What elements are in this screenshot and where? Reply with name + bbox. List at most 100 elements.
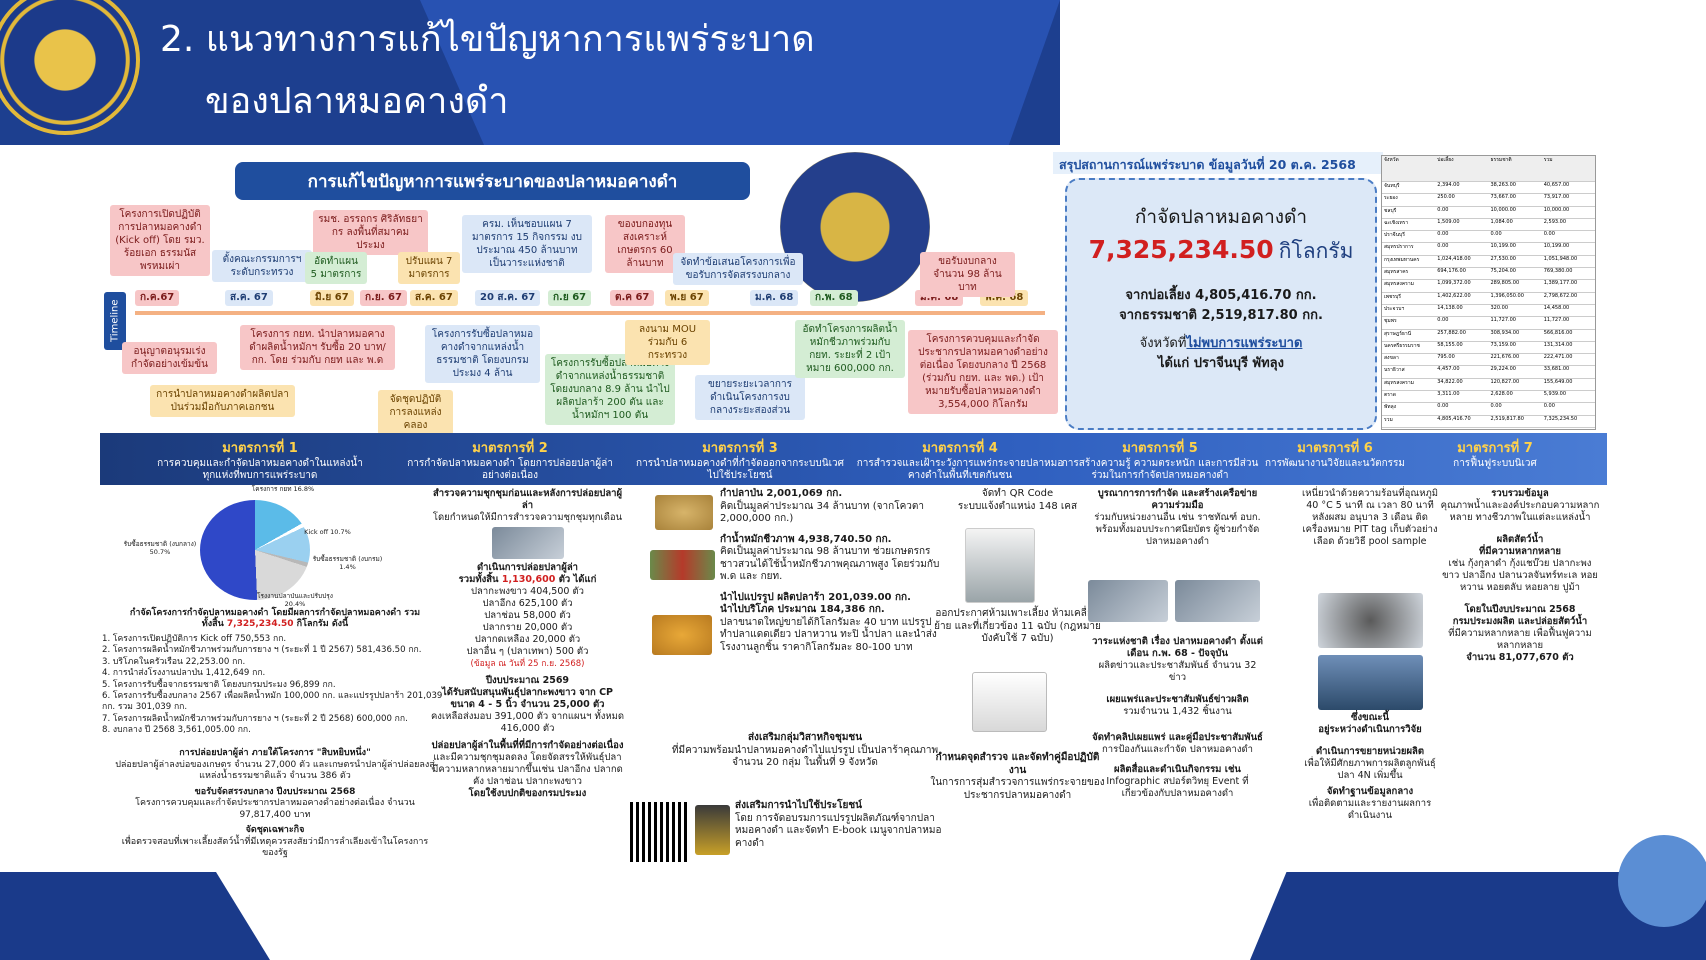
timeline-event: รมช. อรรถกร ศิริลัทธยากร ลงพื้นที่สมาคมป…: [313, 210, 428, 255]
table-cell: 308,934.00: [1490, 329, 1520, 336]
measure-subtitle: การกำจัดปลาหมอคางดำ โดยการปล่อยปลาผู้ล่า…: [407, 458, 613, 481]
table-cell: 2,798,672.00: [1543, 292, 1578, 299]
table-cell: 10,199.00: [1543, 243, 1570, 250]
col3-use-title: ส่งเสริมการนำไปใช้ประโยชน์: [735, 800, 862, 811]
table-cell: 27,530.00: [1490, 255, 1516, 262]
measure-title: มาตรการที่ 3: [702, 441, 778, 456]
timeline-event: ครม. เห็นชอบแผน 7 มาตรการ 15 กิจกรรม งบป…: [462, 215, 592, 273]
table-cell: 0.00: [1543, 231, 1555, 238]
timeline-event: ตั้งคณะกรรมการฯ ระดับกระทรวง: [212, 250, 312, 282]
table-cell: 566,816.00: [1543, 329, 1573, 336]
table-cell: 1,051,948.00: [1543, 255, 1578, 262]
col5-t3-text: รวมจำนวน 1,432 ชิ้นงาน: [1123, 706, 1232, 717]
measure-subtitle: การพัฒนางานวิจัยและนวัตกรรม: [1264, 458, 1406, 469]
table-cell: 795.00: [1437, 354, 1455, 361]
table-cell: 1,402,622.00: [1437, 292, 1471, 299]
col2-survey-text: โดยกำหนดให้มีการสำรวจความชุกชุมทุกเดือน: [432, 512, 623, 523]
table-cell: 769,380.00: [1543, 268, 1573, 275]
table-cell: 1,396,050.00: [1490, 292, 1524, 299]
col2-year-title: ปีงบประมาณ 2569: [485, 675, 570, 686]
col4-plan-text: ในการการสุ่มสำรวจการแพร่กระจายของประชากร…: [930, 777, 1105, 801]
table-cell: 73,917.00: [1543, 194, 1570, 201]
poster-seal-logo: [780, 152, 930, 302]
measure-subtitle: การสร้างความรู้ ความตระหนัก และการมีส่วน…: [1061, 458, 1259, 481]
col1-total: 7,325,234.50: [226, 619, 294, 629]
table-cell: ปราจีนบุรี: [1384, 232, 1405, 239]
col3-item2-text: คิดเป็นมูลค่าประมาณ 98 ล้านบาท ช่วยเกษตร…: [720, 546, 940, 582]
slide-title-line1: 2. แนวทางการแก้ไขปัญหาการแพร่ระบาด: [160, 19, 815, 60]
table-cell: นราธิวาส: [1384, 367, 1405, 374]
timeline-event: ขอรับงบกลาง จำนวน 98 ล้านบาท: [920, 252, 1015, 297]
pie-label: โครงการ กยท 16.8%: [251, 485, 315, 493]
table-cell: สงขลา: [1384, 355, 1399, 362]
list-item: 5. โครงการรับซื้อจากธรรมชาติ โดยงบกรมประ…: [102, 679, 336, 690]
timeline-event: โครงการ กยท. นำปลาหมอคางดำผลิตน้ำหมักฯ ร…: [240, 325, 395, 370]
table-cell: 2,519,817.80: [1490, 415, 1524, 422]
col1-budget-title: ขอรับจัดสรรงบกลาง ปีงบประมาณ 2568: [194, 786, 356, 797]
col3-item1-text: คิดเป็นมูลค่าประมาณ 34 ล้านบาท (จากโควตา…: [720, 500, 924, 525]
col5-t4-text: การป้องกันและกำจัด ปลาหมอคางดำ: [1102, 744, 1253, 755]
col7-t3-text: ที่มีความหลากหลาย เพื่อฟื้นฟูความหลากหลา…: [1448, 628, 1592, 651]
timeline-event: จัดชุดปฏิบัติการลงแหล่งคลอง: [378, 390, 453, 435]
table-cell: เพชรบุรี: [1384, 293, 1401, 300]
list-item: 6. โครงการรับซื้องบกลาง 2567 เพื่อผลิตน้…: [102, 691, 443, 713]
table-cell: 257,882.00: [1437, 329, 1466, 336]
col2-release-lead: ดำเนินการปล่อยปลาผู้ล่า: [477, 562, 578, 573]
table-cell: 73,159.00: [1490, 341, 1516, 348]
col2-year-rest: คงเหลือส่งมอบ 391,000 ตัว จากแผนฯ ทั้งหม…: [430, 711, 625, 734]
pie-label: รับซื้อธรรมชาติ (งบกรม) 1.4%: [312, 555, 383, 571]
table-cell: 120,827.00: [1490, 378, 1520, 385]
timeline-event: โครงการควบคุมและกำจัดประชากรปลาหมอคางดำอ…: [908, 330, 1058, 414]
col3-use-text: โดย การจัดอบรมการแปรรูปผลิตภัณฑ์จากปลาหม…: [735, 812, 942, 849]
table-cell: 320.00: [1490, 304, 1509, 311]
table-cell: สมุทรปราการ: [1384, 244, 1414, 251]
list-item: 3. บริโภคในครัวเรือน 22,253.00 กก.: [102, 656, 246, 667]
situation-title: สรุปสถานการณ์แพร่ระบาด ข้อมูลวันที่ 20 ต…: [1053, 152, 1383, 174]
col5-top: บูรณาการการกำจัด และสร้างเครือข่ายความร่…: [1090, 488, 1265, 548]
event-photo-2: [1175, 580, 1260, 622]
table-cell: 250.00: [1437, 194, 1455, 201]
table-cell: สมุทรสงคราม: [1384, 281, 1414, 288]
table-cell: 1,099,372.00: [1437, 280, 1471, 287]
col3-item3-text: ปลาขนาดใหญ่ขายได้กิโลกรัมละ 40 บาท แปรรู…: [720, 616, 937, 653]
col5-t5-text: Infographic สปอร์ตวิทยุ Event ที่เกี่ยวข…: [1106, 776, 1249, 799]
timeline-label: Timeline: [104, 292, 126, 350]
footer-shape-left: [0, 872, 270, 960]
table-row: เพชรบุรี 1,402,622.00 1,396,050.00 2,798,67…: [1382, 293, 1595, 305]
table-cell: 11,727.00: [1543, 317, 1570, 324]
timeline-date: 20 ส.ค. 67: [475, 290, 541, 306]
timeline-event: ลงนาม MOU ร่วมกับ 6 กระทรวง: [625, 320, 710, 365]
col3-item1-title: กำปลาป่น 2,001,069 กก.: [720, 488, 843, 499]
col2-survey-title: สำรวจความชุกชุมก่อนและหลังการปล่อยปลาผู้…: [432, 488, 623, 511]
col7-t3-total: จำนวน 81,077,670 ตัว: [1466, 652, 1574, 663]
col2-release-total-suffix: ตัว ได้แก่: [558, 574, 597, 585]
research-photo-2: [1318, 655, 1423, 710]
table-cell: 0.00: [1490, 231, 1502, 238]
list-item: ปลาช่อน 58,000 ตัว: [484, 610, 571, 621]
measure-title: มาตรการที่ 7: [1457, 441, 1533, 456]
timeline-date: ก.ย 67: [548, 290, 592, 306]
research-photo-1: [1318, 593, 1423, 648]
table-cell: สุราษฎร์ธานี: [1384, 330, 1412, 337]
col7-t2: ผลิตสัตว์น้ำ: [1496, 534, 1544, 545]
col7-t2-text: เช่น กุ้งกุลาดำ กุ้งแชบ๊วย ปลากะพงขาว ปล…: [1442, 558, 1598, 593]
col1-lead-text: กำจัดโครงการกำจัดปลาหมอคางดำ โดยมีผลการก…: [129, 608, 421, 629]
col2: สำรวจความชุกชุมก่อนและหลังการปล่อยปลาผู้…: [430, 488, 625, 800]
col2-release-total-prefix: รวมทั้งสิ้น: [458, 574, 499, 585]
release-photo: [491, 527, 564, 559]
qr-code-icon[interactable]: [630, 802, 690, 862]
table-header-cell: จังหวัด: [1384, 157, 1399, 163]
timeline-event: ปรับแผน 7 มาตรการ: [398, 252, 460, 284]
col2-release-total: 1,130,600: [501, 574, 556, 585]
